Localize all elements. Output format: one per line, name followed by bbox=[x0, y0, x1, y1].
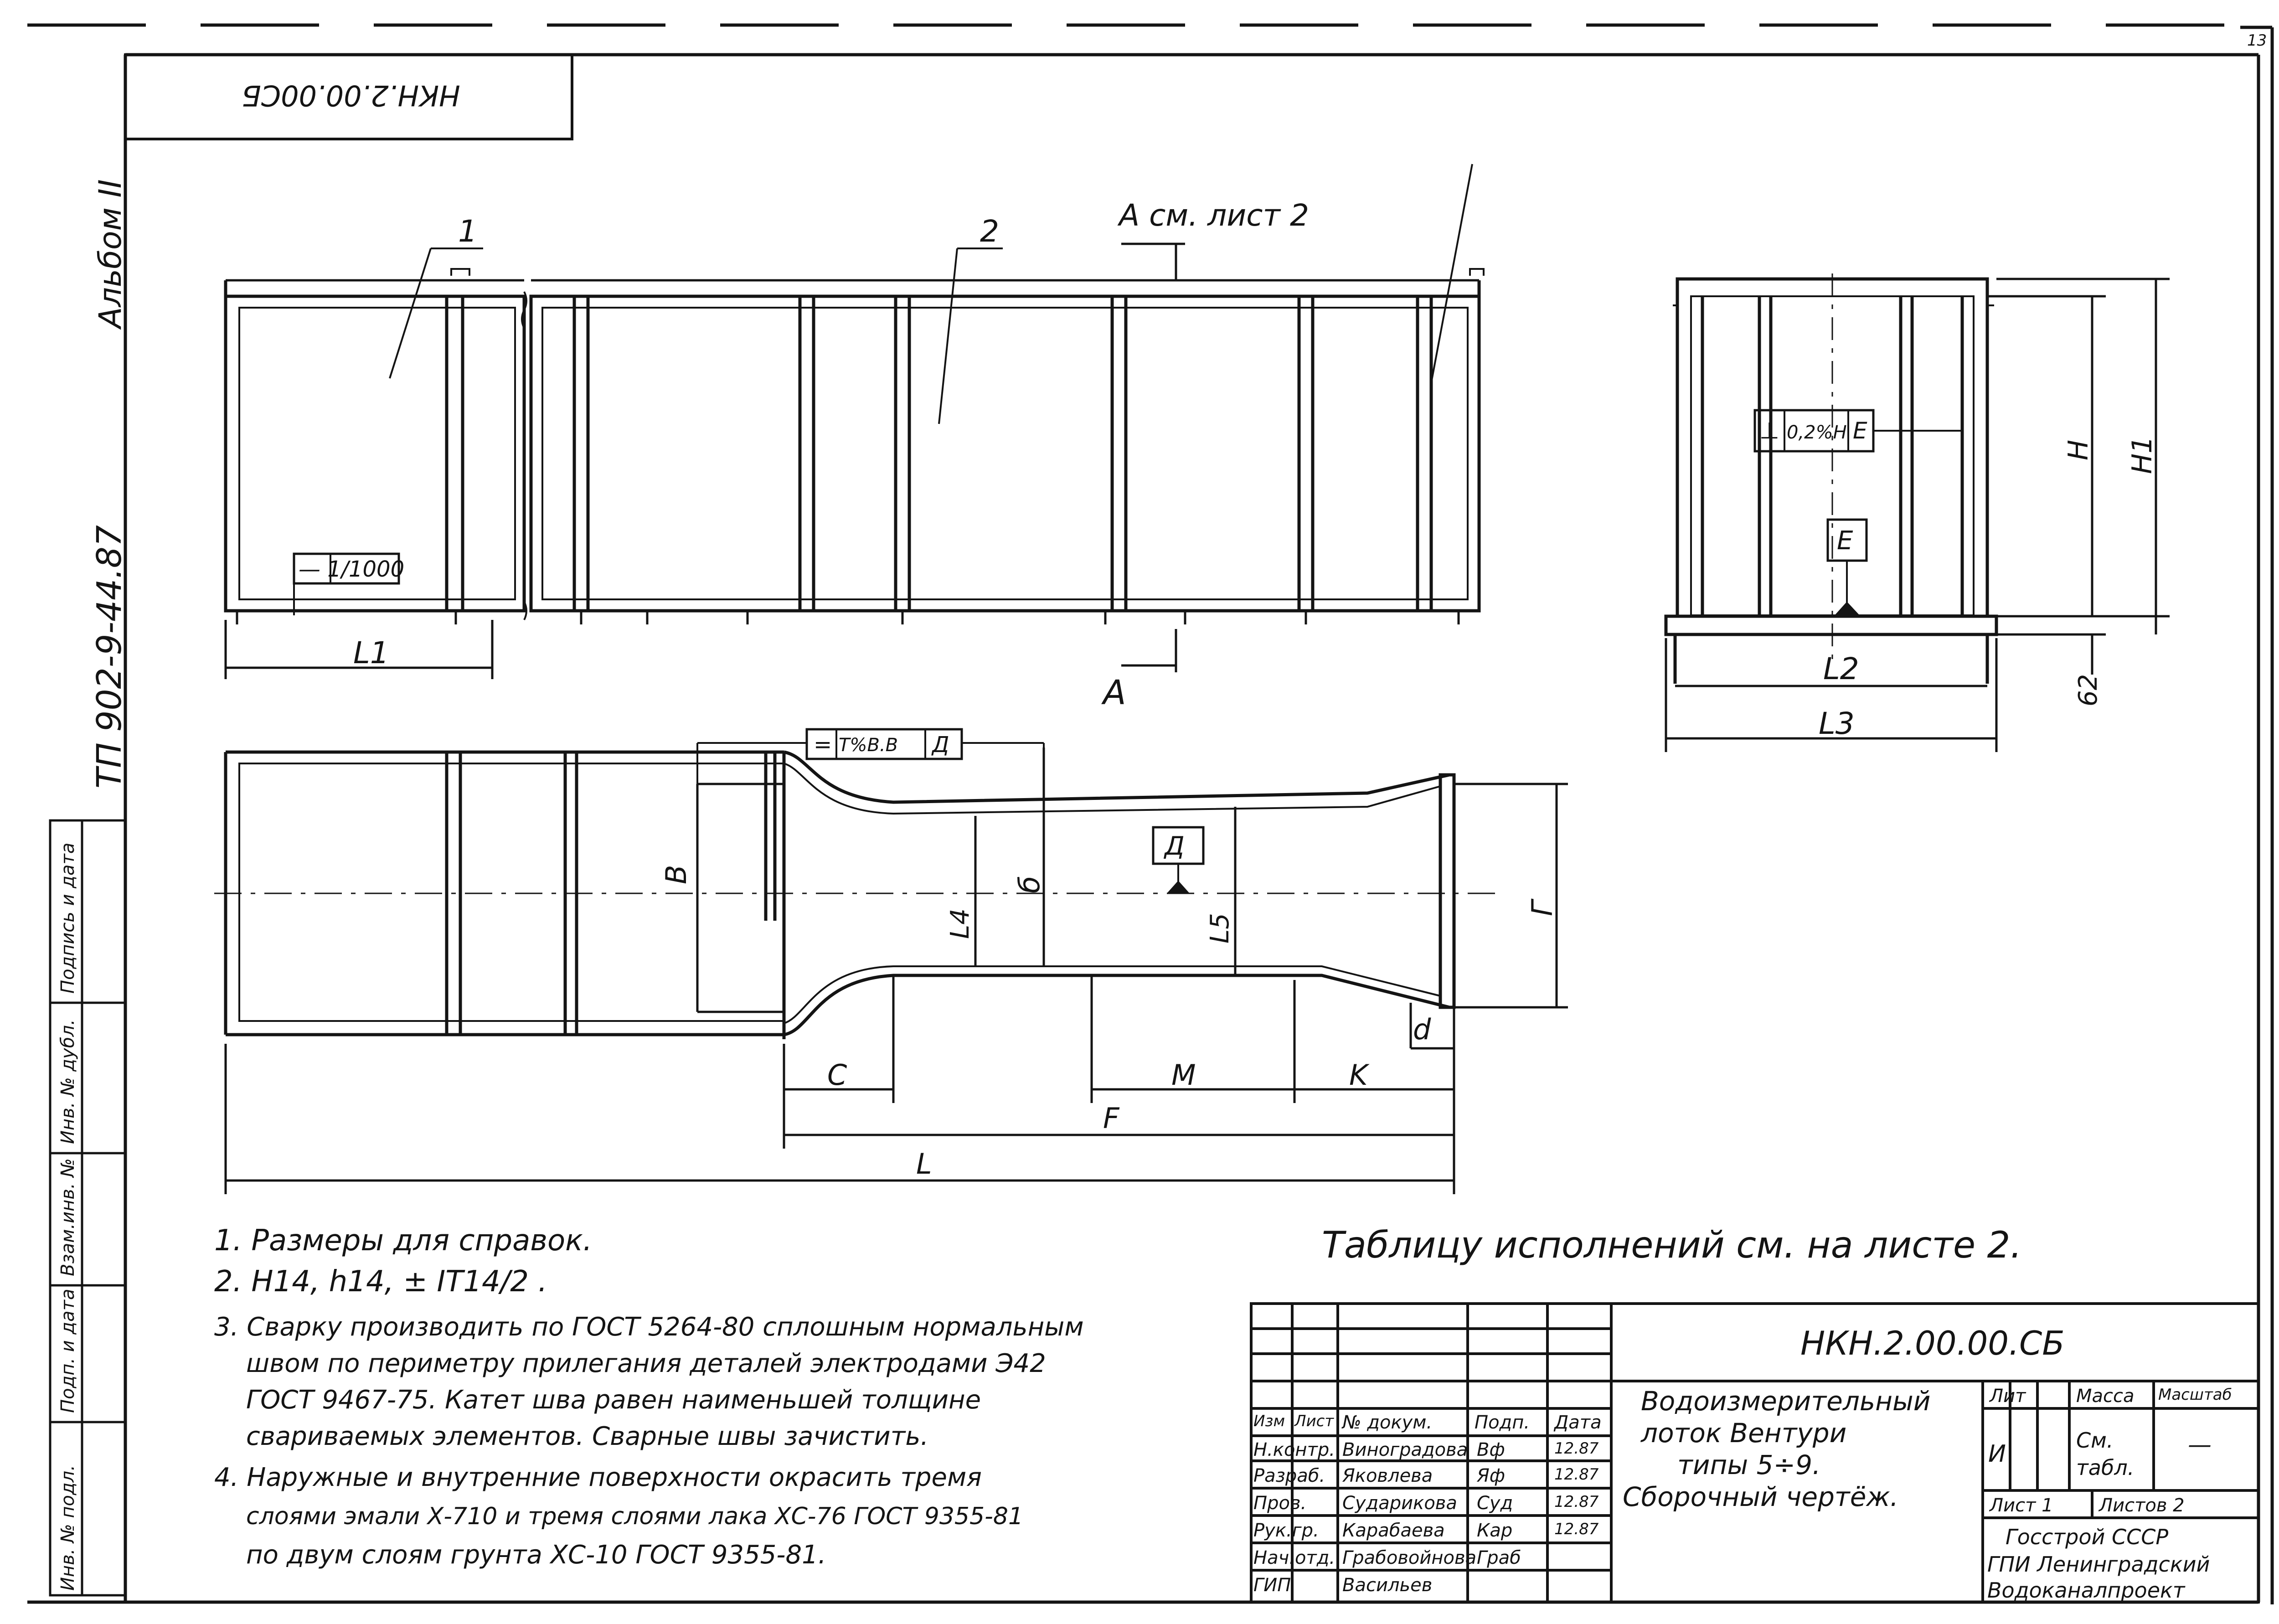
lit-value: И bbox=[1988, 1440, 2006, 1468]
perp-datum: E bbox=[1853, 418, 1867, 444]
sheet-label: Лист 1 bbox=[1990, 1495, 2053, 1516]
album-label: Альбом II bbox=[93, 179, 129, 330]
strip-label-4: Инв. № дубл. bbox=[57, 1019, 78, 1144]
strip-label-1: Инв. № подл. bbox=[57, 1465, 78, 1591]
org-line-1: Госстрой СССР bbox=[2006, 1525, 2169, 1549]
section-A-label: А bbox=[1101, 673, 1126, 712]
note-3-line-1: 3. Сварку производить по ГОСТ 5264-80 сп… bbox=[214, 1312, 1084, 1342]
mass-value: См. табл. bbox=[2076, 1428, 2135, 1480]
callout-2: 2 bbox=[980, 214, 999, 249]
mass-label: Масса bbox=[2076, 1386, 2135, 1407]
dim-M: M bbox=[1171, 1058, 1196, 1092]
role-5: Нач.отд. bbox=[1253, 1547, 1335, 1568]
name-3: Сударикова bbox=[1342, 1493, 1457, 1514]
name-5: Грабовойнова bbox=[1342, 1547, 1477, 1568]
perp-sign: ⊥ bbox=[1759, 418, 1779, 444]
sign-1: Вф bbox=[1477, 1439, 1505, 1460]
note-3-line-4: свариваемых элементов. Сварные швы зачис… bbox=[246, 1422, 929, 1451]
section-ref-note: А см. лист 2 bbox=[1117, 198, 1309, 233]
sym-tol-value: T%B.B bbox=[839, 735, 898, 756]
dim-L: L bbox=[916, 1147, 932, 1181]
dim-H1: H1 bbox=[2126, 436, 2158, 474]
plan-view bbox=[224, 750, 1456, 1039]
header-doc: № докум. bbox=[1342, 1412, 1433, 1433]
sign-4: Кар bbox=[1477, 1520, 1513, 1541]
dim-L2: L2 bbox=[1823, 651, 1859, 686]
flatness-tolerance: — 1/1000 bbox=[299, 557, 404, 582]
strip-label-5: Подпись и дата bbox=[57, 843, 78, 994]
left-approval-strip bbox=[49, 819, 127, 1597]
scale-label: Масштаб bbox=[2158, 1386, 2232, 1404]
dim-F: F bbox=[1103, 1102, 1120, 1135]
sheet-number: 13 bbox=[2247, 31, 2267, 50]
dim-C: C bbox=[827, 1058, 847, 1092]
role-3: Пров. bbox=[1253, 1493, 1307, 1514]
dim-L1: L1 bbox=[353, 635, 389, 670]
role-2: Разраб. bbox=[1253, 1465, 1325, 1486]
sign-2: Яф bbox=[1477, 1465, 1505, 1486]
title-code: НКН.2.00.00.СБ bbox=[1800, 1324, 2065, 1362]
note-4-line-2: слоями эмали Х-710 и тремя слоями лака Х… bbox=[246, 1503, 1024, 1530]
date-2: 12.87 bbox=[1554, 1465, 1599, 1484]
title-block-grid bbox=[1250, 1302, 2260, 1603]
sign-3: Суд bbox=[1477, 1493, 1513, 1514]
note-4-line-3: по двум слоям грунта ХС-10 ГОСТ 9355-81. bbox=[246, 1540, 826, 1570]
title-name-3: типы 5÷9. bbox=[1677, 1449, 1821, 1480]
name-6: Васильев bbox=[1342, 1575, 1433, 1596]
perp-tolerance: 0,2%H bbox=[1787, 422, 1847, 443]
dim-d: d bbox=[1413, 1013, 1431, 1046]
strip-label-3: Взам.инв. № bbox=[57, 1158, 78, 1276]
dim-B: В bbox=[660, 865, 693, 884]
note-3-line-3: ГОСТ 9467-75. Катет шва равен наименьшей… bbox=[246, 1385, 981, 1415]
execution-table-reference: Таблицу исполнений см. на листе 2. bbox=[1322, 1224, 2022, 1266]
lit-label: Лит bbox=[1990, 1386, 2026, 1407]
sign-5: Граб bbox=[1477, 1547, 1521, 1568]
datum-E: E bbox=[1837, 526, 1853, 556]
scale-value: — bbox=[2188, 1431, 2212, 1459]
side-view bbox=[224, 268, 1485, 624]
header-izm: Изм bbox=[1253, 1412, 1285, 1430]
header-sign: Подп. bbox=[1475, 1412, 1530, 1433]
note-4-line-1: 4. Наружные и внутренние поверхности окр… bbox=[214, 1463, 982, 1492]
header-list: Лист bbox=[1294, 1412, 1334, 1430]
datum-D: Д bbox=[1163, 831, 1185, 861]
title-name-4: Сборочный чертёж. bbox=[1623, 1481, 1899, 1512]
role-1: Н.контр. bbox=[1253, 1439, 1335, 1460]
dim-L3: L3 bbox=[1819, 706, 1855, 741]
header-date: Дата bbox=[1554, 1412, 1602, 1433]
title-name-1: Водоизмерительный bbox=[1641, 1386, 1931, 1417]
date-4: 12.87 bbox=[1554, 1520, 1599, 1538]
name-4: Карабаева bbox=[1342, 1520, 1445, 1541]
callout-1: 1 bbox=[458, 214, 477, 249]
name-1: Виноградова bbox=[1342, 1439, 1468, 1460]
dim-b: б bbox=[1013, 876, 1046, 893]
dim-H: H bbox=[2062, 440, 2094, 460]
note-1: 1. Размеры для справок. bbox=[214, 1224, 593, 1258]
date-3: 12.87 bbox=[1554, 1493, 1599, 1511]
org-line-2: ГПИ Ленинградский bbox=[1987, 1552, 2210, 1577]
strip-label-2: Подп. и дата bbox=[57, 1289, 78, 1413]
dim-L5: L5 bbox=[1205, 913, 1235, 943]
date-1: 12.87 bbox=[1554, 1439, 1599, 1458]
dim-K: K bbox=[1349, 1058, 1370, 1092]
role-4: Рук.гр. bbox=[1253, 1520, 1319, 1541]
project-code: ТП 902-9-44.87 bbox=[90, 525, 129, 789]
sym-tol-datum: Д bbox=[931, 732, 949, 758]
dim-G: Г bbox=[1526, 898, 1559, 916]
sym-tol-sign: = bbox=[814, 732, 832, 758]
role-6: ГИП bbox=[1253, 1575, 1291, 1596]
note-3-line-2: швом по периметру прилегания деталей эле… bbox=[246, 1349, 1046, 1378]
rotated-stamp-code: НКН.2.00.00СБ bbox=[242, 79, 460, 112]
dim-62: 62 bbox=[2073, 674, 2103, 706]
org-line-3: Водоканалпроект bbox=[1987, 1578, 2185, 1603]
name-2: Яковлева bbox=[1342, 1465, 1433, 1486]
title-name-2: лоток Вентури bbox=[1641, 1418, 1847, 1449]
note-2: 2. H14, h14, ± IT14/2 . bbox=[214, 1265, 547, 1299]
front-view bbox=[1664, 277, 1998, 684]
sheets-label: Листов 2 bbox=[2099, 1495, 2185, 1516]
dim-L4: L4 bbox=[945, 908, 975, 939]
